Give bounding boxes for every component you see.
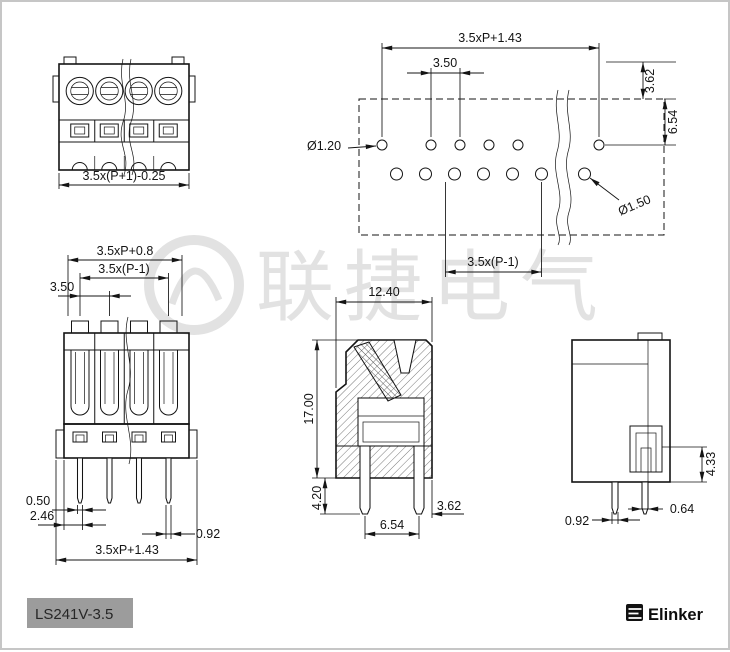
watermark: 联捷电气 [144,235,608,335]
wire-slots [70,350,178,416]
clamp-windows [70,123,178,138]
dim-hole-large: Ø1.50 [616,192,653,218]
dim-front-overall: 3.5xP+1.43 [95,543,159,557]
wire-entries [71,162,177,171]
dim-pcb-edge: 3.62 [643,69,657,93]
pin-holes-bottom-row [390,167,591,181]
part-number-box [27,598,133,628]
break-line [128,58,135,176]
dim-front-span: 3.5x(P-1) [98,262,149,276]
dim-section-pin-span: 6.54 [380,518,404,532]
dim-pcb-pitch: 3.50 [433,56,457,70]
front-view: 3.5xP+0.8 3.5x(P-1) 3.50 0.50 2.46 0.92 … [26,244,220,565]
pin-holes-top-row [376,139,605,151]
side-view: 4.33 0.92 0.64 [565,332,718,528]
watermark-logo-circle-icon [144,235,244,335]
dim-front-pin-offset: 2.46 [30,509,54,523]
section-pin [359,445,371,515]
pcb-clamp-foot [629,425,663,473]
dim-side-pin-width: 0.92 [565,514,589,528]
elinker-logo-stripes-icon [628,608,642,619]
dim-front-pin-thickness: 0.50 [26,494,50,508]
break-line [125,316,132,465]
dim-side-pin-thickness: 0.64 [670,502,694,516]
top-view-body [58,63,190,171]
dim-section-depth: 12.40 [368,285,399,299]
top-view: 3.5x(P+1)-0.25 [52,56,196,189]
footer: LS241V-3.5 Elinker [27,598,704,628]
dim-hole-small: Ø1.20 [307,139,341,153]
dim-top-overall: 3.5x(P+1)-0.25 [82,169,165,183]
watermark-text: 联捷电气 [256,243,608,331]
dim-front-width-top: 3.5xP+0.8 [97,244,154,258]
dim-side-clamp-height: 4.33 [704,452,718,476]
dim-pcb-span: 3.5x(P-1) [467,255,518,269]
pcb-footprint-view: Ø1.20 Ø1.50 3.5xP+1.43 3.50 3.62 6.54 3.… [307,31,680,277]
side-pin [641,481,649,515]
screwdriver-funnel [393,339,417,374]
side-pin [611,481,619,515]
section-pin [413,445,425,515]
brand-logo: Elinker [626,604,704,624]
front-body [63,332,190,425]
dim-front-pin-width: 0.92 [196,527,220,541]
screw-terminals [65,76,183,106]
break-line [120,58,127,176]
dim-section-pin-offset: 3.62 [437,499,461,513]
break-line [555,89,561,246]
side-body [571,339,671,483]
front-base [63,423,190,459]
dim-pcb-row: 6.54 [666,110,680,134]
clamp-screw [353,341,402,402]
brand-name: Elinker [648,606,704,624]
watermark-logo-swoosh-icon [168,267,223,306]
break-line [566,89,572,246]
dim-section-height: 17.00 [302,393,316,424]
solder-pins [76,457,172,504]
part-number-label: LS241V-3.5 [35,606,113,623]
screw-access-windows [72,431,176,443]
section-view: 12.40 17.00 4.20 6.54 3.62 [302,285,464,539]
dim-front-pitch: 3.50 [50,280,74,294]
dim-section-pin-length: 4.20 [310,486,324,510]
dim-pcb-overall: 3.5xP+1.43 [458,31,522,45]
pcb-outline [358,98,665,236]
